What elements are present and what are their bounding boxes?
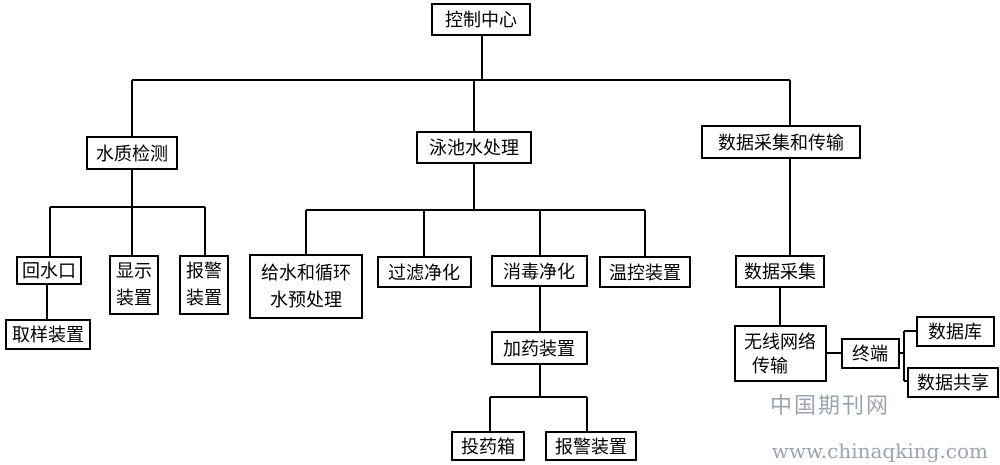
svg-text:终端: 终端 <box>852 344 888 365</box>
svg-text:消毒净化: 消毒净化 <box>503 262 575 283</box>
return-port-node: 回水口 <box>16 256 82 285</box>
watermark-url: www.chinaqking.com <box>772 439 988 463</box>
svg-text:显示: 显示 <box>116 261 152 282</box>
svg-text:水质检测: 水质检测 <box>96 144 168 165</box>
temperature-control-node: 温控装置 <box>599 256 691 288</box>
svg-text:报警装置: 报警装置 <box>555 437 627 458</box>
data-collection-transmission-node: 数据采集和传输 <box>701 125 861 159</box>
disinfection-node: 消毒净化 <box>491 255 588 287</box>
wireless-transmission-node: 无线网络 传输 <box>734 325 827 382</box>
supply-circulation-node: 给水和循环 水预处理 <box>249 254 363 319</box>
data-sharing-node: 数据共享 <box>907 367 999 398</box>
dosing-box-node: 投药箱 <box>451 431 525 461</box>
svg-text:报警: 报警 <box>186 261 222 282</box>
connector-water-quality <box>49 169 206 257</box>
svg-text:传输: 传输 <box>752 356 788 377</box>
filter-purification-node: 过滤净化 <box>377 256 472 288</box>
svg-text:泳池水处理: 泳池水处理 <box>429 138 519 159</box>
connector-control-center <box>131 35 791 137</box>
pool-treatment-node: 泳池水处理 <box>416 131 532 164</box>
connector-terminal <box>899 330 917 382</box>
svg-text:控制中心: 控制中心 <box>445 10 517 31</box>
terminal-node: 终端 <box>841 338 900 369</box>
control-center-node: 控制中心 <box>431 3 531 36</box>
svg-text:装置: 装置 <box>186 288 222 309</box>
svg-text:温控装置: 温控装置 <box>609 263 681 284</box>
svg-text:回水口: 回水口 <box>22 261 76 282</box>
svg-text:数据采集: 数据采集 <box>744 262 816 283</box>
svg-text:加药装置: 加药装置 <box>503 339 575 360</box>
connectors <box>46 35 917 432</box>
sampling-device-node: 取样装置 <box>5 319 91 350</box>
display-device-node: 显示 装置 <box>109 255 159 315</box>
svg-text:无线网络: 无线网络 <box>744 332 816 353</box>
svg-text:水预处理: 水预处理 <box>270 290 342 311</box>
svg-text:投药箱: 投药箱 <box>461 437 515 458</box>
svg-text:装置: 装置 <box>116 288 152 309</box>
alarm-device-node-2: 报警装置 <box>545 431 637 461</box>
data-collection-node: 数据采集 <box>735 255 825 288</box>
svg-text:数据共享: 数据共享 <box>917 373 989 394</box>
connector-pool-treatment <box>305 163 646 257</box>
dosing-device-node: 加药装置 <box>491 331 588 365</box>
database-node: 数据库 <box>916 316 995 347</box>
svg-text:给水和循环: 给水和循环 <box>261 263 351 284</box>
svg-text:数据采集和传输: 数据采集和传输 <box>718 133 844 154</box>
connector-dosing <box>489 364 588 432</box>
water-quality-node: 水质检测 <box>86 136 178 170</box>
svg-text:取样装置: 取样装置 <box>12 325 84 346</box>
alarm-device-node-1: 报警 装置 <box>179 255 229 315</box>
svg-text:数据库: 数据库 <box>928 322 982 343</box>
watermark-title: 中国期刊网 <box>770 394 890 419</box>
svg-text:过滤净化: 过滤净化 <box>388 263 460 284</box>
